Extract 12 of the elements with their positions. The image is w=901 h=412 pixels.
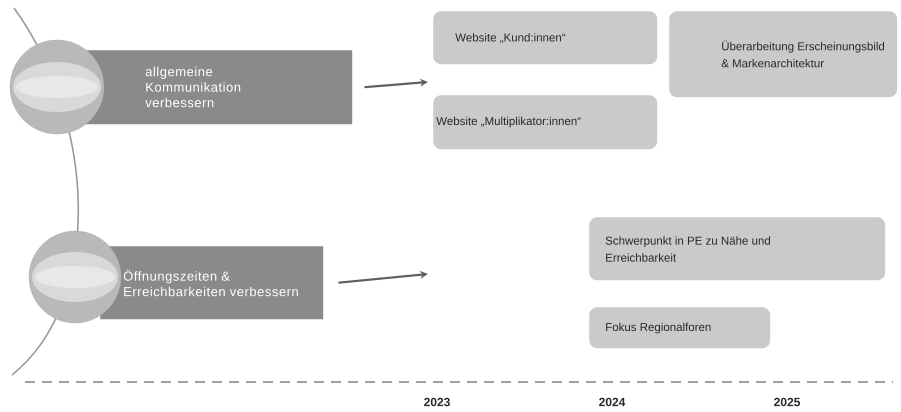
sphere [10, 40, 104, 134]
year-label: 2025 [774, 398, 800, 406]
title-band: allgemeine Kommunikation verbessern [85, 50, 352, 124]
year-label: 2024 [599, 398, 626, 406]
measure-box: Überarbeitung Erscheinungsbild & Markenarchitektur [669, 11, 898, 98]
year-label: 2023 [424, 398, 450, 406]
measure-box: Website „Multiplikator:innen“ [433, 95, 658, 150]
sphere [28, 230, 122, 324]
measure-box: Schwerpunkt in PE zu Nähe und Erreichbarkeit [589, 217, 886, 280]
title-band: Öffnungszeiten & Erreichbarkeiten verbessern [100, 246, 324, 320]
measure-box: Website „Kund:innen“ [433, 11, 658, 64]
measure-box: Fokus Regionalforen [589, 307, 770, 348]
